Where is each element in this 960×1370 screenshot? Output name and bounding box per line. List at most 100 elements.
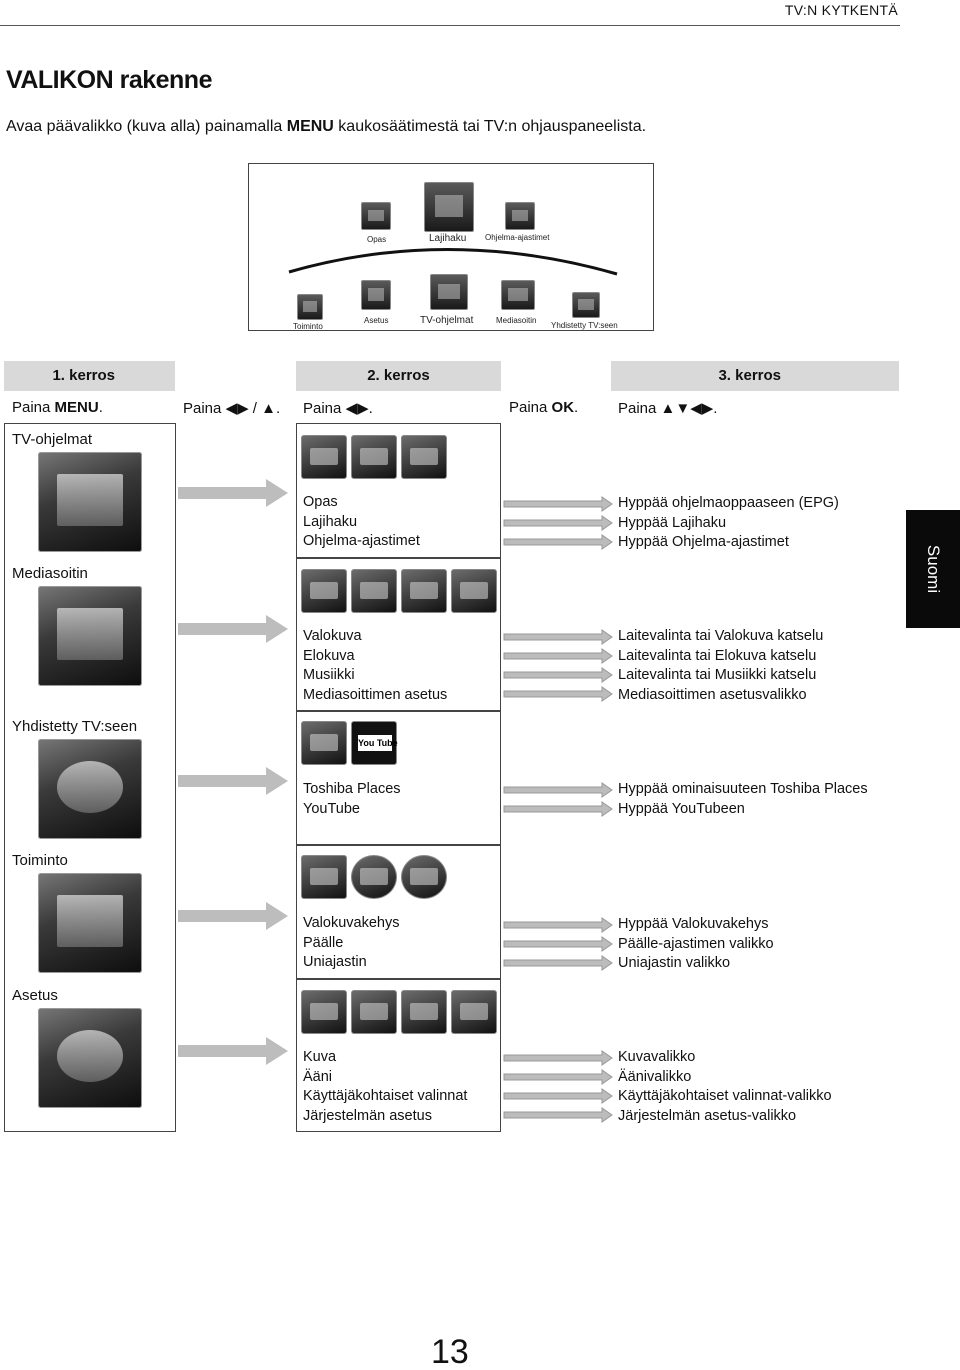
youtube-icon: You Tube [351, 721, 398, 765]
list-item: Käyttäjäkohtaiset valinnat [303, 1088, 468, 1104]
layer-1-header: 1. kerros [4, 361, 175, 391]
list-item: Valokuvakehys [303, 915, 400, 931]
media-settings-icon [451, 569, 497, 613]
section-title: TV:N KYTKENTÄ [784, 2, 898, 18]
photo-icon [301, 569, 347, 613]
globe-icon [572, 292, 600, 318]
overview-bottom-item: Yhdistetty TV:seen [551, 321, 618, 330]
music-icon [401, 569, 447, 613]
language-tab-label: Suomi [924, 544, 943, 594]
layer-2-box-toiminto [296, 845, 501, 979]
category-toiminto: Toiminto [12, 852, 68, 869]
overview-top-item: Opas [367, 235, 387, 244]
list-item: Uniajastin valikko [618, 955, 731, 971]
category-tv-ohjelmat: TV-ohjelmat [12, 431, 93, 448]
list-item: Ohjelma-ajastimet [303, 533, 420, 549]
overview-bottom-item: Asetus [364, 316, 389, 325]
timer-list-icon [505, 202, 535, 230]
list-item: Ääni [303, 1068, 333, 1085]
on-timer-icon [351, 855, 397, 899]
layer-3-instruction: Paina ▲▼◀▶. [618, 400, 718, 417]
globe-icon [38, 739, 142, 839]
list-item: Kuvavalikko [618, 1049, 696, 1065]
layer-2-box-connected [296, 711, 501, 845]
list-item: Musiikki [303, 667, 355, 683]
overview-top-item: Ohjelma-ajastimet [485, 233, 550, 242]
list-item: Toshiba Places [303, 781, 401, 797]
asetus-items: Kuva Ääni Käyttäjäkohtaiset valinnat Jär… [303, 1048, 467, 1126]
list-item: Järjestelmän asetus [303, 1107, 432, 1124]
list-item: Käyttäjäkohtaiset valinnat-valikko [618, 1088, 832, 1104]
category-yhdistetty-tv: Yhdistetty TV:seen [12, 718, 138, 735]
list-item: Laitevalinta tai Valokuva katselu [618, 628, 824, 644]
list-item: Hyppää Valokuvakehys [618, 916, 769, 932]
overview-bottom-item: Toiminto [293, 322, 323, 331]
layer-2-instruction: Paina ◀▶. [303, 400, 373, 417]
sleep-timer-icon [401, 855, 447, 899]
list-item: Hyppää ominaisuuteen Toshiba Places [618, 781, 868, 797]
connected-results: Hyppää ominaisuuteen Toshiba Places Hypp… [618, 780, 868, 819]
search-icon [351, 435, 397, 479]
language-tab: Suomi [906, 510, 960, 628]
search-icon [424, 182, 474, 232]
system-setup-icon [451, 990, 497, 1034]
thin-arrows-asetus [503, 1050, 613, 1123]
list-item: Laitevalinta tai Elokuva katselu [618, 647, 817, 664]
arrow-right-icon [178, 479, 288, 507]
arrow-right-icon [178, 615, 288, 643]
media-items: Valokuva Elokuva Musiikki Mediasoittimen… [303, 627, 447, 705]
thin-arrows-toiminto [503, 917, 613, 971]
tv-guide-icon [430, 274, 468, 310]
tv-items: Opas Lajihaku Ohjelma-ajastimet [303, 493, 420, 552]
category-asetus: Asetus [12, 987, 58, 1004]
list-item: Lajihaku [303, 513, 358, 530]
play-icon [501, 280, 535, 310]
list-item: Päälle [303, 934, 344, 951]
page-header: TV:N KYTKENTÄ [0, 0, 900, 26]
layer-1-instruction: Paina MENU. [12, 399, 103, 416]
list-item: Kuva [303, 1049, 337, 1065]
main-menu-overview: Opas Lajihaku Ohjelma-ajastimet Toiminto… [248, 163, 654, 331]
picture-icon [301, 990, 347, 1034]
intro-text: Avaa päävalikko (kuva alla) painamalla M… [6, 118, 647, 135]
list-item: Mediasoittimen asetus [303, 686, 448, 703]
page-number: 13 [431, 1333, 469, 1370]
layer-2-header: 2. kerros [296, 361, 501, 391]
drawer-icon [297, 294, 323, 320]
asetus-results: Kuvavalikko Äänivalikko Käyttäjäkohtaise… [618, 1048, 832, 1126]
tv-results: Hyppää ohjelmaoppaaseen (EPG) Hyppää Laj… [618, 494, 839, 553]
overview-bottom-item: Mediasoitin [496, 316, 537, 325]
play-icon [38, 586, 142, 686]
layer-3-header: 3. kerros [611, 361, 899, 391]
overview-bottom-item: TV-ohjelmat [420, 315, 474, 326]
list-item: Mediasoittimen asetusvalikko [618, 686, 807, 703]
overview-top-item: Lajihaku [429, 233, 467, 244]
list-item: Laitevalinta tai Musiikki katselu [618, 667, 817, 683]
list-item: Valokuva [303, 628, 362, 644]
list-item: Päälle-ajastimen valikko [618, 935, 774, 952]
thin-arrows-connected [503, 782, 613, 817]
list-item: Järjestelmän asetus-valikko [618, 1107, 797, 1124]
youtube-logo-text: You Tube [358, 735, 398, 751]
guide-icon [301, 435, 347, 479]
layer-1b-instruction: Paina ◀▶ / ▲. [183, 400, 281, 417]
media-results: Laitevalinta tai Valokuva katselu Laitev… [618, 627, 823, 705]
preferences-icon [401, 990, 447, 1034]
toiminto-items: Valokuvakehys Päälle Uniajastin [303, 914, 399, 973]
thin-arrows-media [503, 629, 613, 702]
list-item: Hyppää Lajihaku [618, 514, 727, 531]
connected-items: Toshiba Places YouTube [303, 780, 401, 819]
movie-icon [351, 569, 397, 613]
toshiba-places-icon [301, 721, 347, 765]
arrow-right-icon [178, 767, 288, 795]
photo-frame-icon [301, 855, 347, 899]
tv-guide-icon [38, 452, 142, 552]
toiminto-results: Hyppää Valokuvakehys Päälle-ajastimen va… [618, 915, 774, 974]
list-item: Uniajastin [303, 954, 367, 970]
list-item: Hyppää YouTubeen [618, 800, 745, 817]
sound-icon [351, 990, 397, 1034]
page-title: VALIKON rakenne [6, 66, 212, 94]
thin-arrows-tv [503, 496, 613, 550]
gear-icon [38, 1008, 142, 1108]
list-item: Opas [303, 494, 338, 510]
